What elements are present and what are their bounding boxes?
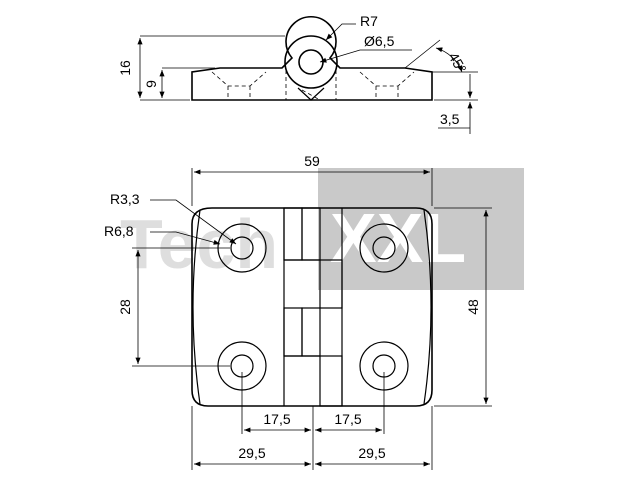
watermark: Tech XXL <box>120 168 524 290</box>
bore-label: Ø6,5 <box>364 33 395 49</box>
knuckle-hidden-lines <box>285 70 337 101</box>
knuckle-segment-1b <box>301 207 321 261</box>
r33-label: R3,3 <box>110 191 140 207</box>
plate-outline <box>191 207 433 407</box>
knuckle-segment-4 <box>319 355 343 407</box>
r7-leader <box>325 23 356 41</box>
dim-48-label: 48 <box>465 299 481 315</box>
knuckle-outer <box>284 35 338 89</box>
dim-35-label: 3,5 <box>440 111 460 127</box>
bore-leader <box>319 49 412 63</box>
hole-top-left-inner <box>230 236 254 260</box>
knuckle-segment-1 <box>283 207 303 261</box>
knuckle-segment-3b <box>301 307 321 357</box>
knuckle-segment-3 <box>283 307 303 357</box>
dim-28-label: 28 <box>117 299 133 315</box>
r33-leader <box>150 199 237 245</box>
dim-59-label: 59 <box>304 153 320 169</box>
plate-side-left <box>192 209 201 405</box>
dim-9-label: 9 <box>143 80 159 88</box>
hole-top-right-inner <box>372 236 396 260</box>
countersink-right <box>359 71 415 100</box>
plan-view: R3,3 R6,8 59 28 48 17,5 17,5 29,5 29, <box>104 153 492 470</box>
r68-label: R6,8 <box>104 223 134 239</box>
dim-295-right-label: 29,5 <box>358 445 385 461</box>
side-view: 16 9 R7 Ø6,5 45° 3,5 <box>117 13 478 134</box>
angle-ext-line <box>404 39 441 69</box>
dim-175-right-label: 17,5 <box>334 411 361 427</box>
dim-175-left-label: 17,5 <box>263 411 290 427</box>
hole-top-right-outer <box>359 223 409 273</box>
dim-295-left-label: 29,5 <box>238 445 265 461</box>
angle-arc <box>435 47 463 73</box>
plate-side-right <box>423 209 432 405</box>
dim-16-label: 16 <box>117 60 133 76</box>
side-view-outline <box>191 15 433 101</box>
r7-label: R7 <box>360 13 378 29</box>
watermark-text-right: XXL <box>330 199 466 277</box>
countersink-left <box>211 71 267 100</box>
r68-leader <box>150 231 221 245</box>
knuckle-bore <box>298 49 324 75</box>
watermark-box <box>318 168 524 290</box>
leaf-split-line <box>297 87 325 101</box>
